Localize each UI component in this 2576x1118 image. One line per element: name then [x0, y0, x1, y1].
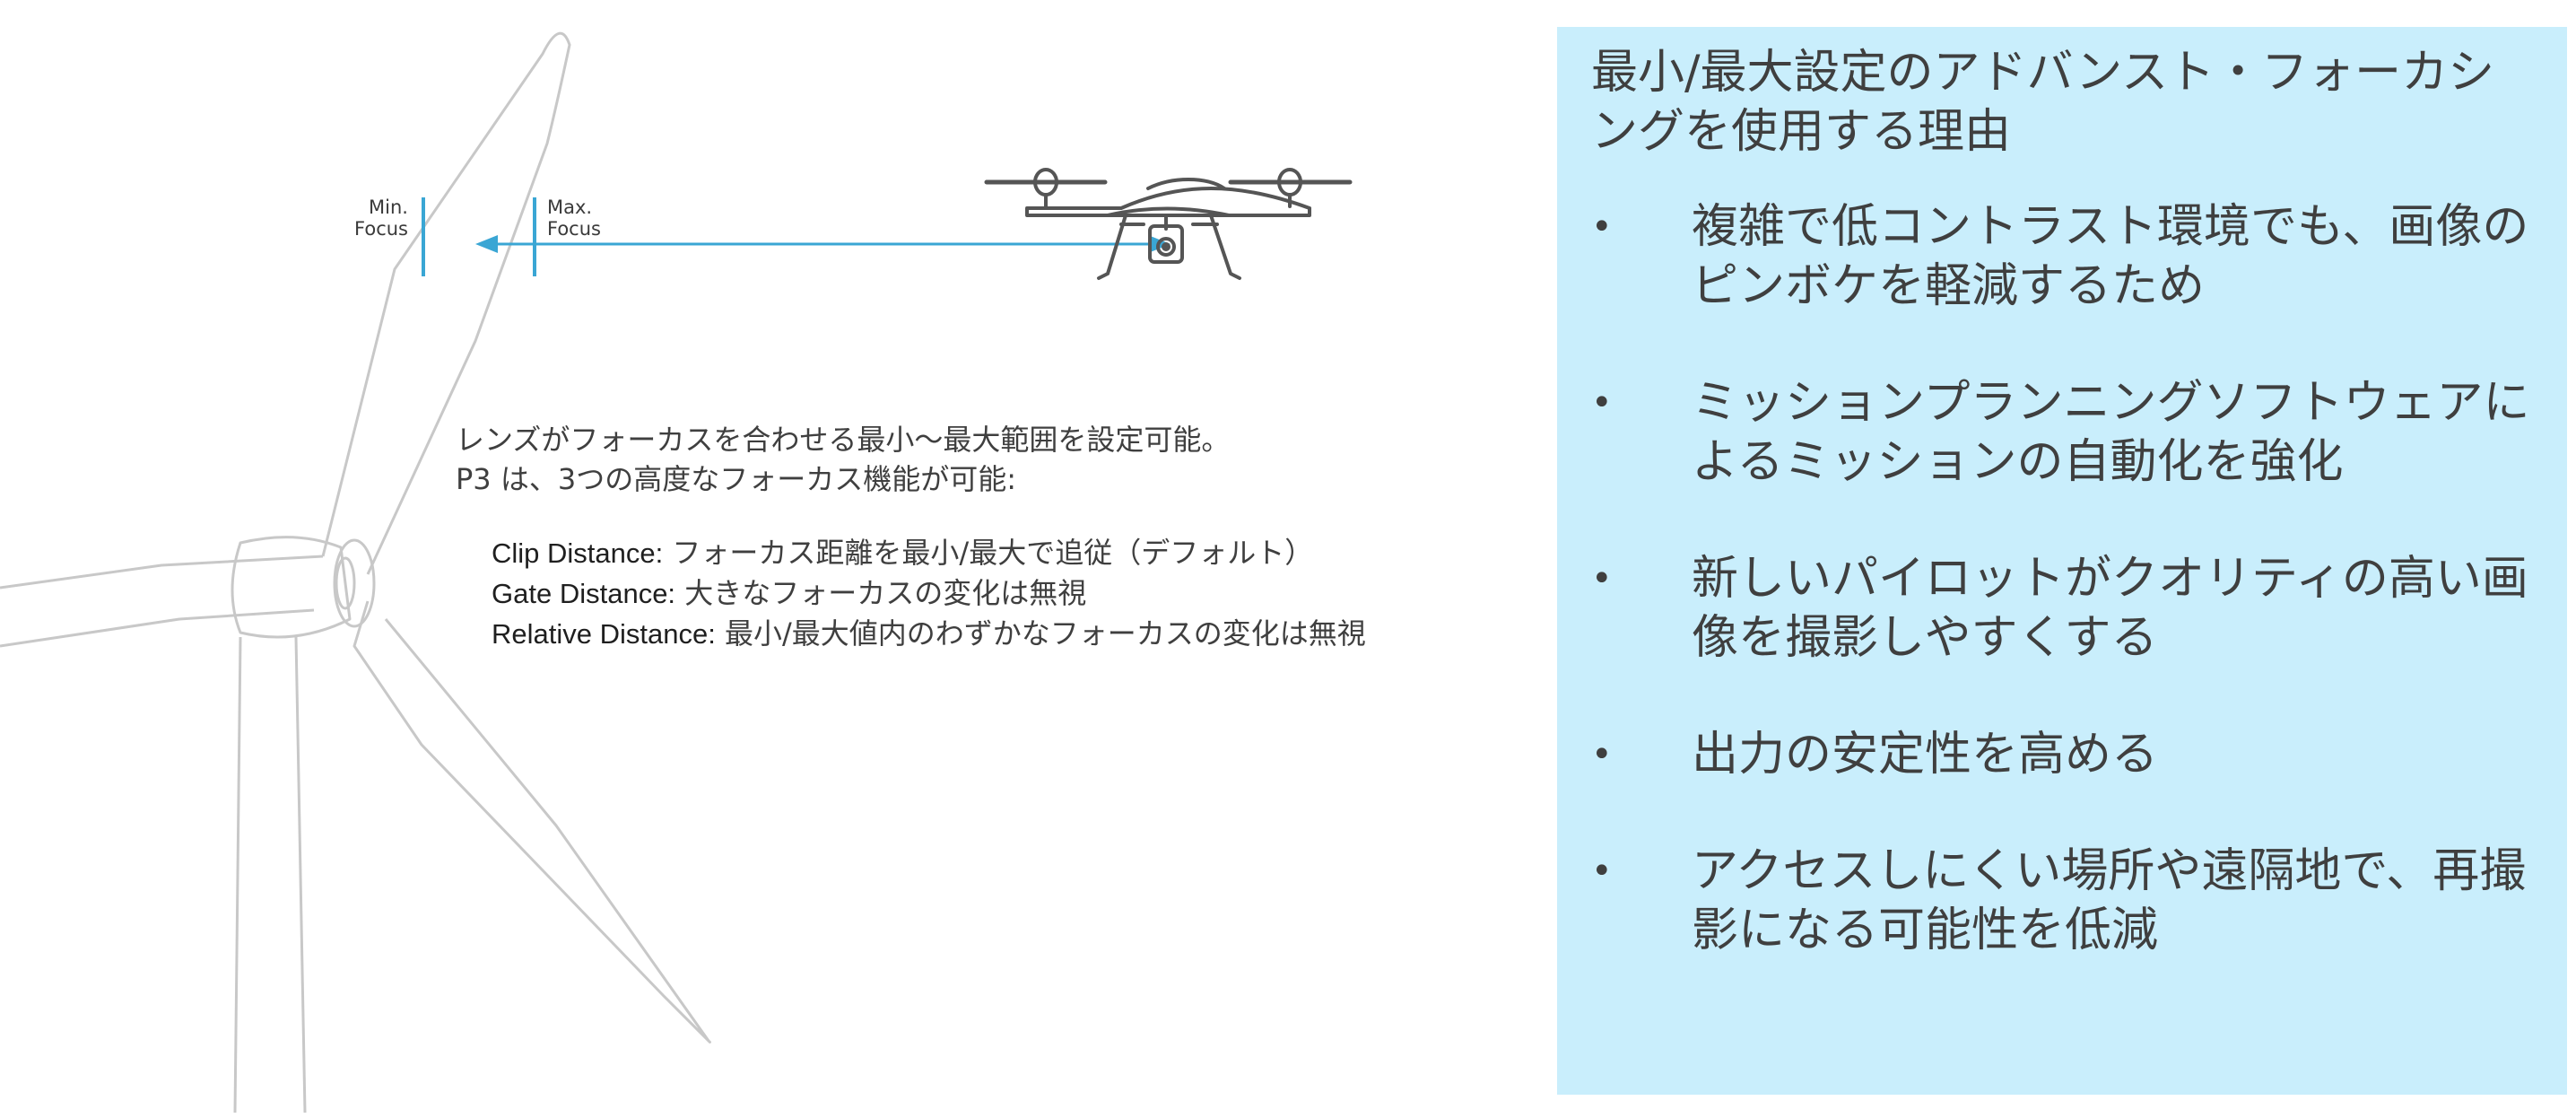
max-focus-label-line2: Focus — [547, 218, 601, 240]
bullet-icon: • — [1591, 851, 1613, 892]
reason-text: アクセスしにくい場所や遠隔地で、再撮影になる可能性を低減 — [1692, 844, 2527, 957]
focus-mode-item: Gate Distance: 大きなフォーカスの変化は無視 — [492, 573, 1532, 614]
reason-text: 複雑で低コントラスト環境でも、画像のピンボケを軽減するため — [1692, 200, 2529, 313]
focus-mode-item: Clip Distance: フォーカス距離を最小/最大で追従（デフォルト） — [492, 533, 1532, 573]
turbine-blade-upper — [321, 31, 571, 575]
reason-item: • 複雑で低コントラスト環境でも、画像のピンボケを軽減するため — [1591, 197, 2540, 316]
focus-mode-text: 大きなフォーカスの変化は無視 — [675, 576, 1087, 610]
focus-modes-list: Clip Distance: フォーカス距離を最小/最大で追従（デフォルト） G… — [456, 533, 1532, 654]
turbine-blade-lower — [352, 600, 711, 1044]
reason-text: ミッションプランニングソフトウェアによるミッションの自動化を強化 — [1692, 376, 2530, 489]
drone-icon — [984, 168, 1353, 280]
min-focus-label-line1: Min. — [369, 197, 408, 218]
reason-item: • 新しいパイロットがクオリティの高い画像を撮影しやすくする — [1591, 549, 2540, 668]
reason-text: 出力の安定性を高める — [1692, 728, 2159, 782]
focus-description: レンズがフォーカスを合わせる最小～最大範囲を設定可能。 P3 は、3つの高度なフ… — [456, 420, 1532, 654]
reason-item: • アクセスしにくい場所や遠隔地で、再撮影になる可能性を低減 — [1591, 842, 2540, 960]
reason-item: • 出力の安定性を高める — [1591, 725, 2540, 784]
turbine-tower — [233, 636, 307, 1114]
reason-text: 新しいパイロットがクオリティの高い画像を撮影しやすくする — [1692, 552, 2528, 665]
focus-mode-name: Relative Distance: — [492, 618, 716, 650]
focus-mode-text: フォーカス距離を最小/最大で追従（デフォルト） — [663, 536, 1314, 570]
wind-turbine-icon — [0, 31, 711, 1114]
turbine-drone-illustration: Min. Focus Max. Focus — [0, 31, 1353, 1114]
bullet-icon: • — [1591, 558, 1613, 599]
focus-mode-name: Gate Distance: — [492, 578, 676, 609]
description-line-2: P3 は、3つの高度なフォーカス機能が可能: — [456, 459, 1532, 499]
panel-title: 最小/最大設定のアドバンスト・フォーカシングを使用する理由 — [1591, 46, 2495, 159]
description-line-2-text: は、3つの高度なフォーカス機能が可能: — [500, 462, 1016, 496]
bullet-icon: • — [1591, 382, 1613, 424]
turbine-nacelle — [231, 536, 352, 639]
bullet-icon: • — [1591, 734, 1613, 775]
focus-mode-name: Clip Distance: — [492, 537, 664, 569]
reasons-list: • 複雑で低コントラスト環境でも、画像のピンボケを軽減するため • ミッションプ… — [1591, 197, 2540, 960]
turbine-hub — [333, 538, 376, 628]
turbine-blade-left — [0, 555, 324, 648]
reasons-panel: 最小/最大設定のアドバンスト・フォーカシングを使用する理由 • 複雑で低コントラ… — [1557, 27, 2567, 1095]
arrowhead-left-icon — [475, 235, 498, 253]
product-name: P3 — [456, 462, 492, 496]
focus-mode-text: 最小/最大値内のわずかなフォーカスの変化は無視 — [715, 616, 1366, 651]
reason-item: • ミッションプランニングソフトウェアによるミッションの自動化を強化 — [1591, 373, 2540, 492]
max-focus-label-line1: Max. — [547, 197, 592, 218]
focus-mode-item: Relative Distance: 最小/最大値内のわずかなフォーカスの変化は… — [492, 614, 1532, 654]
bullet-icon: • — [1591, 206, 1613, 248]
description-line-1: レンズがフォーカスを合わせる最小～最大範囲を設定可能。 — [456, 423, 1231, 457]
min-focus-label-line2: Focus — [354, 218, 408, 240]
